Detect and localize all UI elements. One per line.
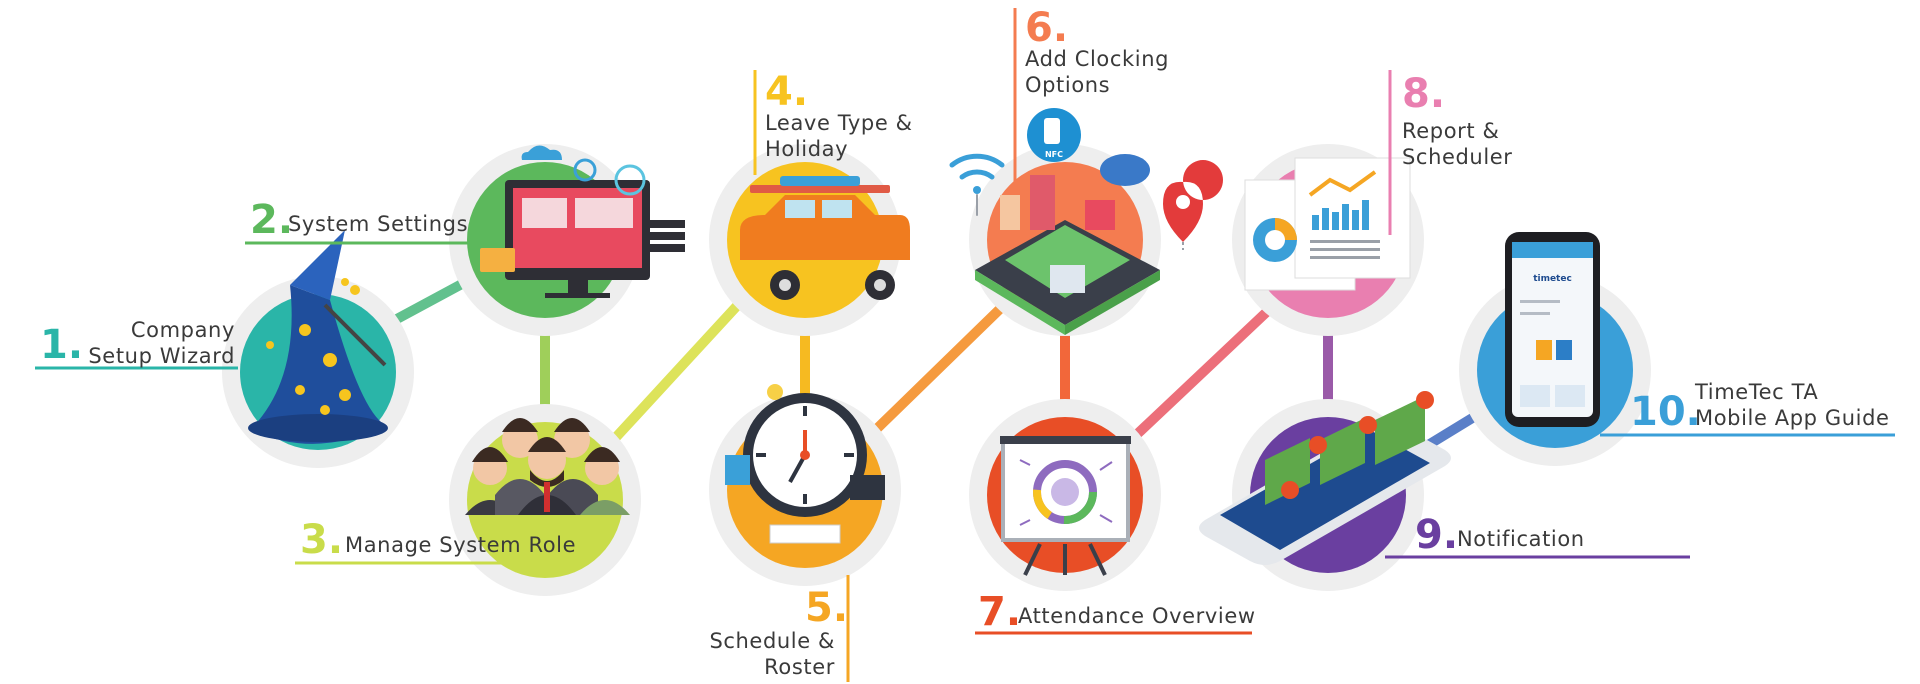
node-10 <box>1459 232 1651 466</box>
wifi-icon <box>949 153 1005 216</box>
nfc-phone-icon: NFC <box>1027 108 1081 162</box>
step-2-label: System Settings <box>288 212 469 236</box>
step-4-number: 4. <box>765 69 809 115</box>
node-4 <box>709 144 910 336</box>
node-3 <box>449 404 641 596</box>
phone-brand-text: timetec <box>1533 274 1572 284</box>
step-8-label-line-2: Scheduler <box>1402 145 1513 169</box>
step-1-label-line-1: Company <box>130 318 235 342</box>
step-1-label: Company Setup Wizard <box>80 317 235 369</box>
label-leaders <box>35 8 1895 682</box>
node-7 <box>969 399 1161 591</box>
step-7-number: 7. <box>978 589 1022 635</box>
step-6-label-line-2: Options <box>1025 73 1111 97</box>
step-5-label-line-1: Schedule & <box>709 629 835 653</box>
step-4-label-line-2: Holiday <box>765 137 849 161</box>
node-6 <box>969 144 1161 336</box>
step-1-number: 1. <box>40 322 84 368</box>
chat-notification-icon <box>1199 391 1451 565</box>
step-5-label: Schedule & Roster <box>690 628 835 680</box>
step-7-label: Attendance Overview <box>1018 604 1256 628</box>
city-map-icon <box>975 175 1160 335</box>
clock-schedule-icon <box>725 384 885 544</box>
presentation-board-icon <box>1000 436 1131 576</box>
step-6-label-line-1: Add Clocking <box>1025 47 1170 71</box>
step-9-number: 9. <box>1415 512 1459 558</box>
node-5 <box>709 384 901 586</box>
smartphone-app-icon <box>1505 232 1600 427</box>
cloud-icon <box>1100 154 1150 186</box>
step-10-label-line-2: Mobile App Guide <box>1695 406 1890 430</box>
step-5-label-line-2: Roster <box>764 655 835 679</box>
node-1 <box>222 230 414 468</box>
connector-7-8 <box>1110 285 1295 460</box>
step-4-label-line-1: Leave Type & <box>765 111 913 135</box>
step-3-label: Manage System Role <box>345 533 577 557</box>
desktop-settings-icon <box>480 145 685 298</box>
step-3-number: 3. <box>300 517 344 563</box>
step-4-label: Leave Type & Holiday <box>765 110 913 162</box>
holiday-car-icon <box>740 176 910 300</box>
node-9 <box>1199 391 1451 591</box>
node-2 <box>449 144 685 336</box>
step-8-label-line-1: Report & <box>1402 119 1500 143</box>
step-6-label: Add Clocking Options <box>1025 46 1169 98</box>
location-pin-icon <box>1163 160 1223 250</box>
nfc-badge-text: NFC <box>1045 150 1063 159</box>
step-6-number: 6. <box>1025 5 1069 51</box>
step-10-label: TimeTec TA Mobile App Guide <box>1695 379 1890 431</box>
step-10-number: 10. <box>1630 389 1701 435</box>
step-9-label: Notification <box>1457 527 1585 551</box>
step-8-number: 8. <box>1402 71 1446 117</box>
step-2-number: 2. <box>250 197 294 243</box>
team-people-icon <box>465 418 630 515</box>
step-5-number: 5. <box>805 585 849 631</box>
wizard-hat-icon <box>248 230 388 444</box>
step-10-label-line-1: TimeTec TA <box>1695 380 1819 404</box>
step-8-label: Report & Scheduler <box>1402 118 1513 170</box>
node-8 <box>1232 144 1424 336</box>
step-1-label-line-2: Setup Wizard <box>88 344 235 368</box>
